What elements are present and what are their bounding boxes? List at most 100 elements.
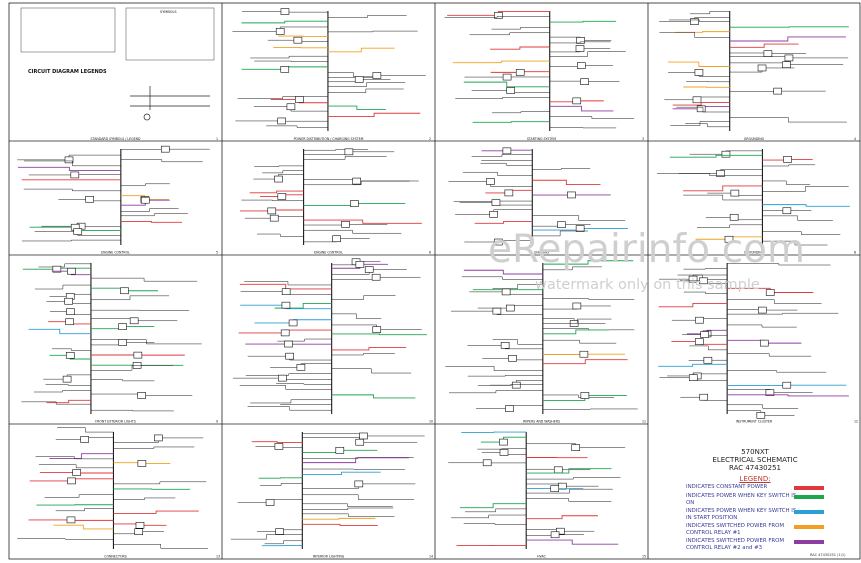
component <box>695 316 704 324</box>
component <box>65 351 75 359</box>
component <box>500 342 510 349</box>
wire <box>28 328 91 335</box>
component <box>493 238 503 246</box>
legend-swatch <box>794 495 824 499</box>
wire <box>542 260 634 265</box>
component <box>135 521 145 529</box>
component <box>277 193 287 200</box>
component <box>154 434 163 442</box>
component <box>692 96 702 104</box>
legend-swatch <box>794 486 824 490</box>
wire <box>302 457 410 464</box>
component <box>137 392 146 399</box>
wire <box>480 162 533 166</box>
component <box>690 18 699 25</box>
panel-number: 7 <box>642 251 644 255</box>
panel-number: 13 <box>216 555 220 559</box>
component <box>62 375 72 383</box>
component <box>694 69 704 76</box>
component <box>502 147 512 155</box>
wire <box>21 239 121 242</box>
component <box>280 329 290 337</box>
component <box>579 350 589 358</box>
wire <box>491 27 550 30</box>
panel-number: 14 <box>429 555 433 559</box>
component <box>567 191 576 199</box>
wire <box>526 468 612 474</box>
wire <box>302 523 378 526</box>
component <box>65 318 74 326</box>
panel-caption: GROUNDING <box>744 251 765 255</box>
wire <box>52 348 91 351</box>
wire <box>668 19 730 22</box>
wire <box>658 303 728 308</box>
wire <box>55 508 114 512</box>
component <box>274 175 283 183</box>
panel-caption: HVAC <box>537 555 546 559</box>
wire <box>44 494 114 498</box>
wire <box>57 427 114 433</box>
component <box>694 338 704 345</box>
wire <box>542 359 628 365</box>
panel-number: 9 <box>216 420 218 424</box>
wire <box>113 446 195 449</box>
wire <box>90 379 155 382</box>
component <box>344 148 354 156</box>
wire <box>676 106 730 113</box>
component <box>757 306 767 314</box>
component <box>295 96 304 103</box>
wire <box>250 55 328 59</box>
wire <box>683 268 728 270</box>
legend-text: INDICATES POWER WHEN KEY SWITCH IS ON <box>686 493 797 506</box>
wire <box>250 399 332 404</box>
component <box>571 444 581 451</box>
wire <box>460 503 527 509</box>
panel-caption: INSTRUMENT CLUSTER <box>736 420 773 424</box>
wire <box>727 312 839 315</box>
wire <box>532 215 626 221</box>
component <box>80 436 89 443</box>
component <box>372 72 382 79</box>
panel-number: 15 <box>642 555 646 559</box>
component <box>580 392 590 399</box>
component <box>350 200 359 207</box>
panel-number: 12 <box>854 420 858 424</box>
component <box>757 64 767 72</box>
wire <box>472 121 550 123</box>
wire <box>331 353 395 356</box>
component <box>572 97 582 105</box>
wire <box>668 61 730 67</box>
component <box>67 477 76 485</box>
component <box>782 381 792 389</box>
panel-number: 1 <box>216 137 218 141</box>
wire <box>49 453 114 460</box>
component <box>286 103 296 111</box>
legend-swatch <box>794 540 824 544</box>
component <box>763 50 773 57</box>
component <box>118 323 127 330</box>
wire <box>254 165 304 167</box>
component <box>699 277 708 285</box>
wire <box>463 269 543 275</box>
component <box>511 381 521 389</box>
panel-caption: STANDARD SYMBOLS / LEGEND <box>91 137 141 141</box>
panel-caption: GROUNDING <box>744 137 765 141</box>
component <box>296 364 306 371</box>
component <box>64 297 73 305</box>
wire <box>451 514 527 519</box>
component <box>729 213 739 221</box>
component <box>281 301 291 309</box>
panel-caption: WIPERS AND WASHERS <box>523 420 560 424</box>
wire <box>526 515 598 520</box>
wire <box>237 96 328 99</box>
wire <box>266 125 328 128</box>
component <box>85 195 94 203</box>
wire <box>331 333 427 336</box>
wire <box>462 171 533 176</box>
component <box>688 275 698 283</box>
wire <box>683 291 728 294</box>
wire <box>729 43 799 48</box>
panel-number: 2 <box>429 137 431 141</box>
wire <box>532 230 588 237</box>
